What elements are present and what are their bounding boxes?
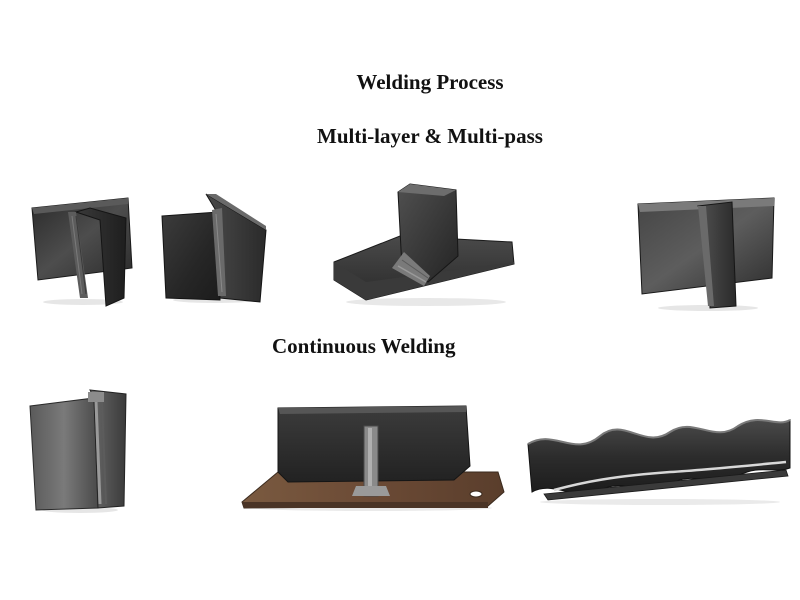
specimen-t-joint-front: [28, 194, 136, 307]
specimen-t-on-plate: [332, 183, 516, 308]
specimen-rusted-base-plate: [240, 402, 506, 512]
specimen-vertical-weld-block: [28, 386, 132, 514]
specimen-wavy-plate: [524, 410, 794, 506]
specimen-t-joint-right: [636, 194, 776, 312]
specimen-t-joint-angled: [160, 190, 270, 306]
section-heading-multi-pass: Multi-layer & Multi-pass: [317, 124, 543, 148]
section-heading-continuous: Continuous Welding: [272, 334, 456, 358]
page-title: Welding Process: [356, 70, 504, 94]
